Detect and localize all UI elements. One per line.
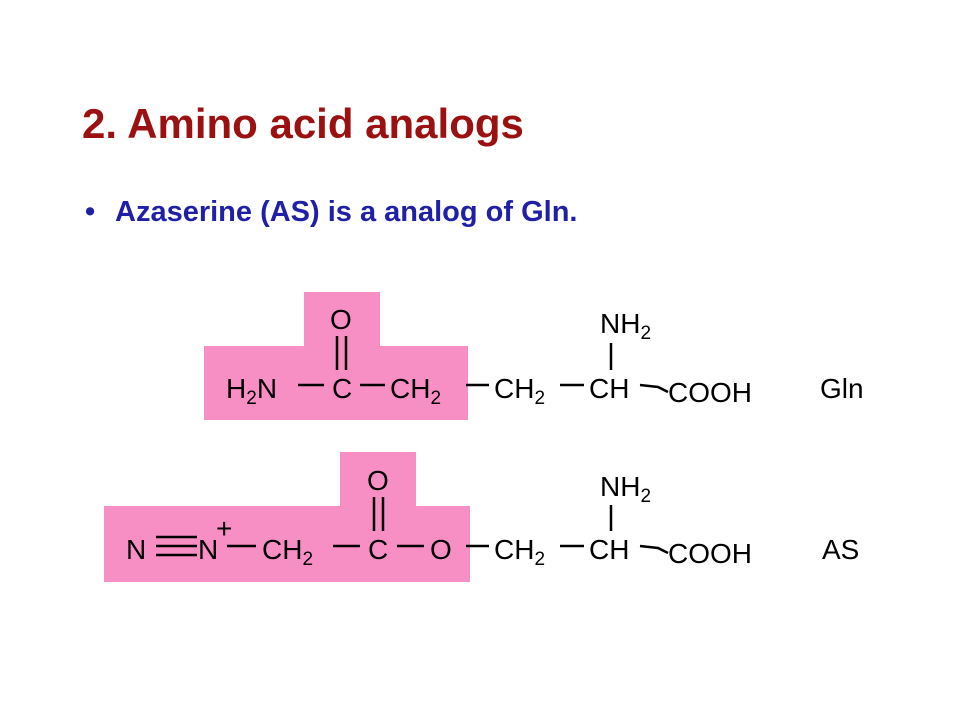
gln-alpha-ch: CH <box>589 373 629 404</box>
gln-structure: H2N C O CH2 CH2 CH NH2 COOH Gln <box>226 304 864 409</box>
as-structure: N N + CH2 C O O CH2 CH NH2 COOH AS <box>126 465 859 570</box>
gln-bond-ch-cooh <box>639 383 669 394</box>
gln-h2n-group: H2N <box>226 373 277 409</box>
bullet-text: Azaserine (AS) is a analog of Gln. <box>115 196 578 228</box>
as-bond-ch-cooh <box>639 544 669 555</box>
gln-carbonyl-carbon: C <box>332 373 352 404</box>
as-nh2: NH2 <box>600 471 651 507</box>
as-terminal-nitrogen: N <box>126 534 146 565</box>
as-carbonyl-carbon: C <box>368 534 388 565</box>
as-charged-nitrogen: N <box>198 534 218 565</box>
gln-carbonyl-oxygen: O <box>330 304 352 335</box>
as-ch2-b: CH2 <box>494 534 545 570</box>
gln-cooh: COOH <box>668 377 752 408</box>
bullet-item: • Azaserine (AS) is a analog of Gln. <box>85 196 578 229</box>
as-ch2-a: CH2 <box>262 534 313 570</box>
as-ester-oxygen: O <box>430 534 452 565</box>
bullet-marker: • <box>85 196 96 228</box>
gln-ch2-b: CH2 <box>494 373 545 409</box>
as-highlight-top <box>340 452 416 508</box>
as-carbonyl-oxygen: O <box>367 465 389 496</box>
gln-ch2-a: CH2 <box>390 373 441 409</box>
slide-title: 2. Amino acid analogs <box>82 100 524 147</box>
as-positive-charge: + <box>216 513 232 544</box>
as-cooh: COOH <box>668 538 752 569</box>
as-highlight-base <box>104 506 470 582</box>
as-label: AS <box>822 534 859 565</box>
gln-nh2: NH2 <box>600 308 651 344</box>
gln-highlight-top <box>304 292 380 348</box>
gln-label: Gln <box>820 373 864 404</box>
as-alpha-ch: CH <box>589 534 629 565</box>
